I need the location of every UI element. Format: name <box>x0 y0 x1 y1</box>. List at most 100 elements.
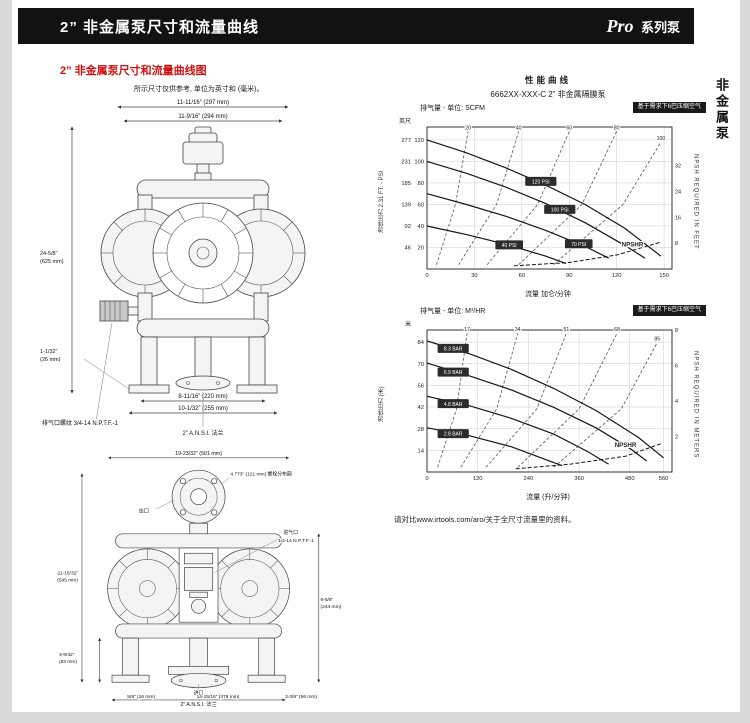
air-curve-label: 34 <box>515 328 521 334</box>
air-curve-label: 20 <box>465 125 471 131</box>
curve-label: 4.8 BAR <box>444 402 463 408</box>
x-axis-label-gpm: 流量 加仑/分钟 <box>525 291 571 299</box>
air-note-box: 基于需求下6巴压缩空气 <box>632 102 706 114</box>
y-axis-label-bar: 流体压力 (米) <box>379 387 385 423</box>
air-consumption-curve <box>485 333 567 468</box>
air-curve-label: 68 <box>614 328 620 334</box>
tick-label: 70 <box>418 362 424 368</box>
chart-legend-row: 排气量 - 单位: SCFM 基于需求下6巴压缩空气 <box>420 102 706 114</box>
npsh-tick-label: 24 <box>675 190 681 196</box>
upper-manifold <box>136 172 270 218</box>
base-legs <box>111 637 286 683</box>
tick-label: 560 <box>659 476 669 482</box>
curve-label: 100 PSI <box>551 208 569 214</box>
air-curve-label: 85 <box>654 337 660 343</box>
npsh-label: NPSHR <box>615 442 637 449</box>
air-inlet-leader <box>214 537 282 573</box>
dim-leg-height-mm: (83 mm) <box>59 659 77 665</box>
diaphragm-chamber-right <box>209 548 290 629</box>
curve-label: 70 PSI <box>571 242 586 248</box>
tick-label: 56 <box>418 384 424 390</box>
pressure-curve <box>426 340 664 459</box>
air-curve-label: 80 <box>614 125 620 131</box>
npsh-tick-label: 32 <box>675 164 681 170</box>
center-housing <box>152 202 254 304</box>
air-note-box: 基于需求下6巴压缩空气 <box>632 305 706 317</box>
npsh-tick-label: 8 <box>675 241 678 247</box>
y-axis-label-psi: 流体压力 2.31 FT. - PSI <box>379 170 385 233</box>
dim-height-mm: (625 mm) <box>40 259 64 265</box>
dim-height-mm: (545 mm) <box>57 578 78 584</box>
tick-label: 0 <box>425 476 428 482</box>
chart-title: 6662XX-XXX-C 2” 非金属隔膜泵 <box>490 90 606 99</box>
curve-label-box <box>544 205 576 215</box>
chart-block-gpm: 6662XX-XXX-C 2” 非金属隔膜泵 排气量 - 单位: SCFM 基于… <box>376 89 720 299</box>
air-consumption-legend: 排气量 - 单位: M³/HR <box>420 307 486 315</box>
dim-foot: 5/8” (16 mm) <box>127 694 155 700</box>
npsh-axis-label-meters: NPSH REQUIRED IN METERS <box>692 351 699 459</box>
pressure-curve <box>426 193 610 259</box>
npsh-tick-label: 8 <box>675 328 678 334</box>
center-air-section <box>178 547 219 623</box>
foot-dim-leader <box>83 358 130 390</box>
plot-border <box>426 126 673 270</box>
npsh-axis-label-feet: NPSH REQUIRED IN FEET <box>692 153 699 250</box>
dim-base: 14-15/16” (379 mm) <box>197 694 240 700</box>
air-curve-label: 60 <box>566 125 572 131</box>
tick-label: 80 <box>418 181 424 187</box>
plot-border <box>426 329 673 473</box>
dim-height-right-mm: (244 mm) <box>321 604 342 610</box>
outlet-flange <box>171 469 226 524</box>
side-tab-nonmetallic: 非金属泵 <box>714 78 729 142</box>
air-consumption-curve <box>436 131 469 266</box>
performance-charts: 性能曲线 6662XX-XXX-C 2” 非金属隔膜泵 排气量 - 单位: SC… <box>376 74 720 525</box>
tick-label: 120 <box>414 138 424 144</box>
tick-label: 92 <box>405 224 411 230</box>
curve-label-box <box>437 399 469 409</box>
curve-label: 6.9 BAR <box>444 371 463 377</box>
axis-unit-label: 米 <box>405 320 411 328</box>
curve-label-box <box>437 344 469 354</box>
air-consumption-curve <box>437 333 468 468</box>
npsh-tick-label: 6 <box>675 364 678 370</box>
curve-label-box <box>437 367 469 377</box>
ansi-flange-label: 2” A.N.S.I. 法兰 <box>182 429 223 437</box>
dim-height: 21-15/32” <box>57 570 78 576</box>
tick-label: 120 <box>612 273 622 279</box>
air-curve-label: 17 <box>464 328 470 334</box>
ansi-flange-label: 2” A.N.S.I. 法兰 <box>180 700 216 707</box>
header-bar: 2” 非金属泵尺寸和流量曲线 Pro 系列泵 <box>18 8 694 44</box>
curve-label: 120 PSI <box>532 180 550 186</box>
air-curve-label: 51 <box>564 328 570 334</box>
dimension-drawings: 所示尺寸仅供参考, 单位为英寸和 (毫米)。 11-11/16” (297 mm… <box>38 84 376 707</box>
air-consumption-curve <box>460 333 519 468</box>
x-axis-label-lpm: 流量 (升/分钟) <box>526 494 570 502</box>
air-consumption-curve <box>553 342 658 468</box>
charts-heading: 性能曲线 <box>524 75 571 85</box>
bolt-circle-label: 4.773” (121 mm) 螺栓分布圆 <box>230 471 292 478</box>
air-consumption-legend: 排气量 - 单位: SCFM <box>420 104 485 112</box>
dim-leg-height: 3-9/32” <box>59 652 75 658</box>
diaphragm-chamber-left <box>107 548 188 629</box>
npsh-tick-label: 16 <box>675 216 681 222</box>
brand-name: Pro <box>606 15 634 36</box>
dim-width-1: 11-11/16” (297 mm) <box>177 100 229 106</box>
footer-note: 请对比www.irtools.com/aro/关于全尺寸流量里的资料。 <box>394 515 576 525</box>
dim-width: 19-23/32” (501 mm) <box>175 451 222 457</box>
outlet-leader <box>156 500 174 510</box>
air-consumption-curve <box>458 131 520 266</box>
brand-series-label: 系列泵 <box>640 19 680 35</box>
pump-flange-view-drawing: 19-23/32” (501 mm) 4.773” (121 mm) 螺栓分布圆… <box>56 450 342 707</box>
tick-label: 480 <box>625 476 635 482</box>
curve-label-box <box>495 240 523 250</box>
tick-label: 360 <box>574 476 584 482</box>
air-consumption-curve <box>518 131 618 266</box>
npsh-curve <box>513 241 662 267</box>
dim-width-2: 11-9/16” (294 mm) <box>178 114 227 120</box>
air-inlet-thread-label: 1/2-14 N.P.T.F.-1 <box>278 538 314 544</box>
curve-label: 40 PSI <box>502 243 517 249</box>
